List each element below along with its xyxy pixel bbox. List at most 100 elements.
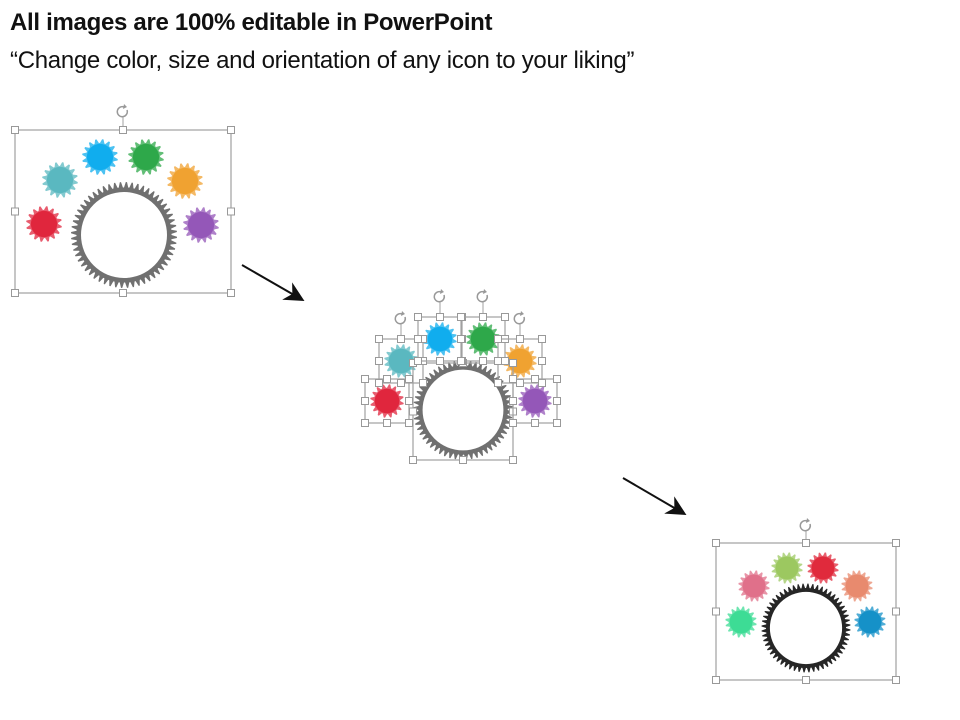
resize-handle[interactable] — [892, 607, 900, 616]
small-gear-icon[interactable] — [503, 344, 537, 378]
small-gear-icon[interactable] — [738, 570, 770, 602]
small-gear-icon[interactable] — [42, 162, 78, 198]
rotate-handle-icon[interactable] — [394, 311, 407, 325]
resize-handle[interactable] — [479, 357, 487, 365]
resize-handle[interactable] — [409, 456, 417, 464]
resize-handle[interactable] — [227, 207, 235, 216]
resize-handle[interactable] — [553, 375, 561, 383]
resize-handle[interactable] — [419, 379, 427, 387]
main-gear-icon[interactable] — [413, 360, 513, 460]
resize-handle[interactable] — [397, 335, 405, 343]
resize-handle[interactable] — [414, 335, 422, 343]
resize-handle[interactable] — [494, 357, 502, 365]
resize-handle[interactable] — [516, 335, 524, 343]
resize-handle[interactable] — [405, 375, 413, 383]
small-gear-icon[interactable] — [128, 139, 164, 175]
small-gear-icon[interactable] — [26, 206, 62, 242]
small-gear-icon[interactable] — [167, 163, 203, 199]
resize-handle[interactable] — [11, 126, 19, 134]
resize-handle[interactable] — [397, 379, 405, 387]
small-gear-icon[interactable] — [854, 606, 886, 638]
rotate-handle-icon[interactable] — [799, 518, 812, 532]
resize-handle[interactable] — [509, 456, 517, 464]
resize-handle[interactable] — [375, 379, 383, 387]
resize-handle[interactable] — [457, 335, 465, 343]
selection-box[interactable] — [509, 375, 561, 427]
resize-handle[interactable] — [509, 359, 517, 367]
rotate-handle-icon[interactable] — [433, 289, 446, 303]
resize-handle[interactable] — [361, 397, 369, 405]
gear-diagram-ungrouped[interactable] — [361, 289, 561, 464]
resize-handle[interactable] — [494, 335, 502, 343]
resize-handle[interactable] — [712, 607, 720, 616]
resize-handle[interactable] — [538, 335, 546, 343]
main-gear-icon[interactable] — [761, 583, 851, 673]
selection-box[interactable] — [11, 104, 235, 297]
resize-handle[interactable] — [119, 126, 127, 134]
resize-handle[interactable] — [802, 539, 810, 547]
resize-handle[interactable] — [361, 419, 369, 427]
small-gear-icon[interactable] — [466, 322, 500, 356]
selection-box[interactable] — [361, 375, 413, 427]
resize-handle[interactable] — [459, 456, 467, 464]
resize-handle[interactable] — [383, 375, 391, 383]
small-gear-icon[interactable] — [183, 207, 219, 243]
resize-handle[interactable] — [436, 357, 444, 365]
resize-handle[interactable] — [11, 289, 19, 297]
main-gear-icon[interactable] — [71, 182, 177, 288]
resize-handle[interactable] — [494, 379, 502, 387]
resize-handle[interactable] — [553, 419, 561, 427]
resize-handle[interactable] — [712, 539, 720, 547]
resize-handle[interactable] — [405, 397, 413, 405]
resize-handle[interactable] — [375, 357, 383, 365]
rotate-handle-icon[interactable] — [116, 104, 129, 118]
resize-handle[interactable] — [227, 289, 235, 297]
small-gear-icon[interactable] — [771, 552, 803, 584]
resize-handle[interactable] — [501, 357, 509, 365]
page-subtitle: “Change color, size and orientation of a… — [10, 47, 635, 74]
selection-box[interactable] — [712, 518, 900, 684]
rotate-handle-icon[interactable] — [513, 311, 526, 325]
small-gear-icon[interactable] — [82, 139, 118, 175]
small-gear-icon[interactable] — [370, 384, 404, 418]
resize-handle[interactable] — [802, 676, 810, 684]
resize-handle[interactable] — [479, 313, 487, 321]
small-gear-icon[interactable] — [725, 606, 757, 638]
resize-handle[interactable] — [509, 419, 517, 427]
resize-handle[interactable] — [892, 539, 900, 547]
resize-handle[interactable] — [119, 289, 127, 297]
resize-handle[interactable] — [414, 357, 422, 365]
resize-handle[interactable] — [538, 357, 546, 365]
resize-handle[interactable] — [531, 375, 539, 383]
resize-handle[interactable] — [516, 379, 524, 387]
resize-handle[interactable] — [509, 397, 517, 405]
resize-handle[interactable] — [409, 407, 417, 416]
resize-handle[interactable] — [538, 379, 546, 387]
resize-handle[interactable] — [375, 335, 383, 343]
selection-box[interactable] — [494, 311, 546, 387]
resize-handle[interactable] — [509, 375, 517, 383]
gear-diagram-original[interactable] — [11, 104, 235, 297]
resize-handle[interactable] — [712, 676, 720, 684]
small-gear-icon[interactable] — [841, 570, 873, 602]
rotate-handle-icon[interactable] — [476, 289, 489, 303]
resize-handle[interactable] — [436, 313, 444, 321]
resize-handle[interactable] — [405, 419, 413, 427]
resize-handle[interactable] — [531, 419, 539, 427]
resize-handle[interactable] — [501, 313, 509, 321]
resize-handle[interactable] — [457, 357, 465, 365]
resize-handle[interactable] — [227, 126, 235, 134]
resize-handle[interactable] — [11, 207, 19, 216]
small-gear-icon[interactable] — [807, 552, 839, 584]
resize-handle[interactable] — [383, 419, 391, 427]
small-gear-icon[interactable] — [423, 322, 457, 356]
small-gear-icon[interactable] — [384, 344, 418, 378]
resize-handle[interactable] — [414, 313, 422, 321]
resize-handle[interactable] — [892, 676, 900, 684]
resize-handle[interactable] — [361, 375, 369, 383]
small-gear-icon[interactable] — [518, 384, 552, 418]
resize-handle[interactable] — [553, 397, 561, 405]
resize-handle[interactable] — [457, 313, 465, 321]
gear-diagram-recolored[interactable] — [712, 518, 900, 684]
